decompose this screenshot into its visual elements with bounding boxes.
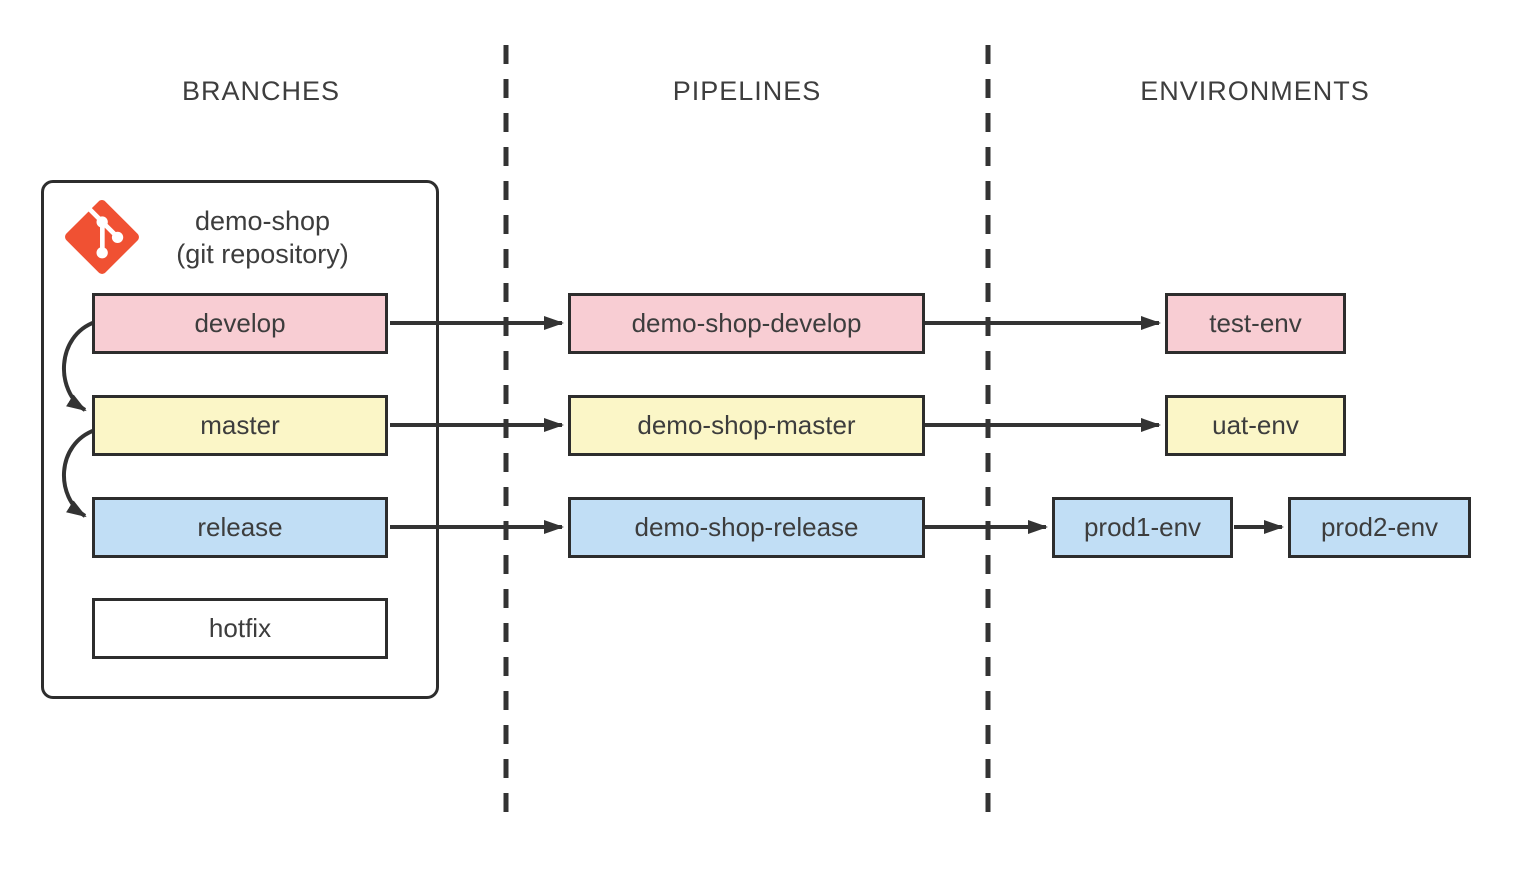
git-repository-container <box>41 180 439 699</box>
pipeline-demo-shop-master: demo-shop-master <box>568 395 925 456</box>
environment-test-env: test-env <box>1165 293 1346 354</box>
column-header-environments: ENVIRONMENTS <box>1140 76 1370 106</box>
column-header-pipelines: PIPELINES <box>672 76 822 106</box>
pipeline-demo-shop-release: demo-shop-release <box>568 497 925 558</box>
arrow-master-to-release-merge <box>62 428 96 518</box>
repository-name: demo-shop <box>194 206 331 236</box>
environment-prod1-env: prod1-env <box>1052 497 1233 558</box>
repository-subtitle: (git repository) <box>176 239 349 269</box>
column-header-branches: BRANCHES <box>181 76 341 106</box>
pipeline-demo-shop-develop: demo-shop-develop <box>568 293 925 354</box>
environment-uat-env: uat-env <box>1165 395 1346 456</box>
environment-prod2-env: prod2-env <box>1288 497 1471 558</box>
branch-develop: develop <box>92 293 388 354</box>
branch-hotfix: hotfix <box>92 598 388 659</box>
arrow-develop-to-master-merge <box>62 320 96 412</box>
git-logo-icon <box>65 200 139 274</box>
branch-release: release <box>92 497 388 558</box>
repository-title: demo-shop (git repository) <box>130 205 395 271</box>
branch-master: master <box>92 395 388 456</box>
